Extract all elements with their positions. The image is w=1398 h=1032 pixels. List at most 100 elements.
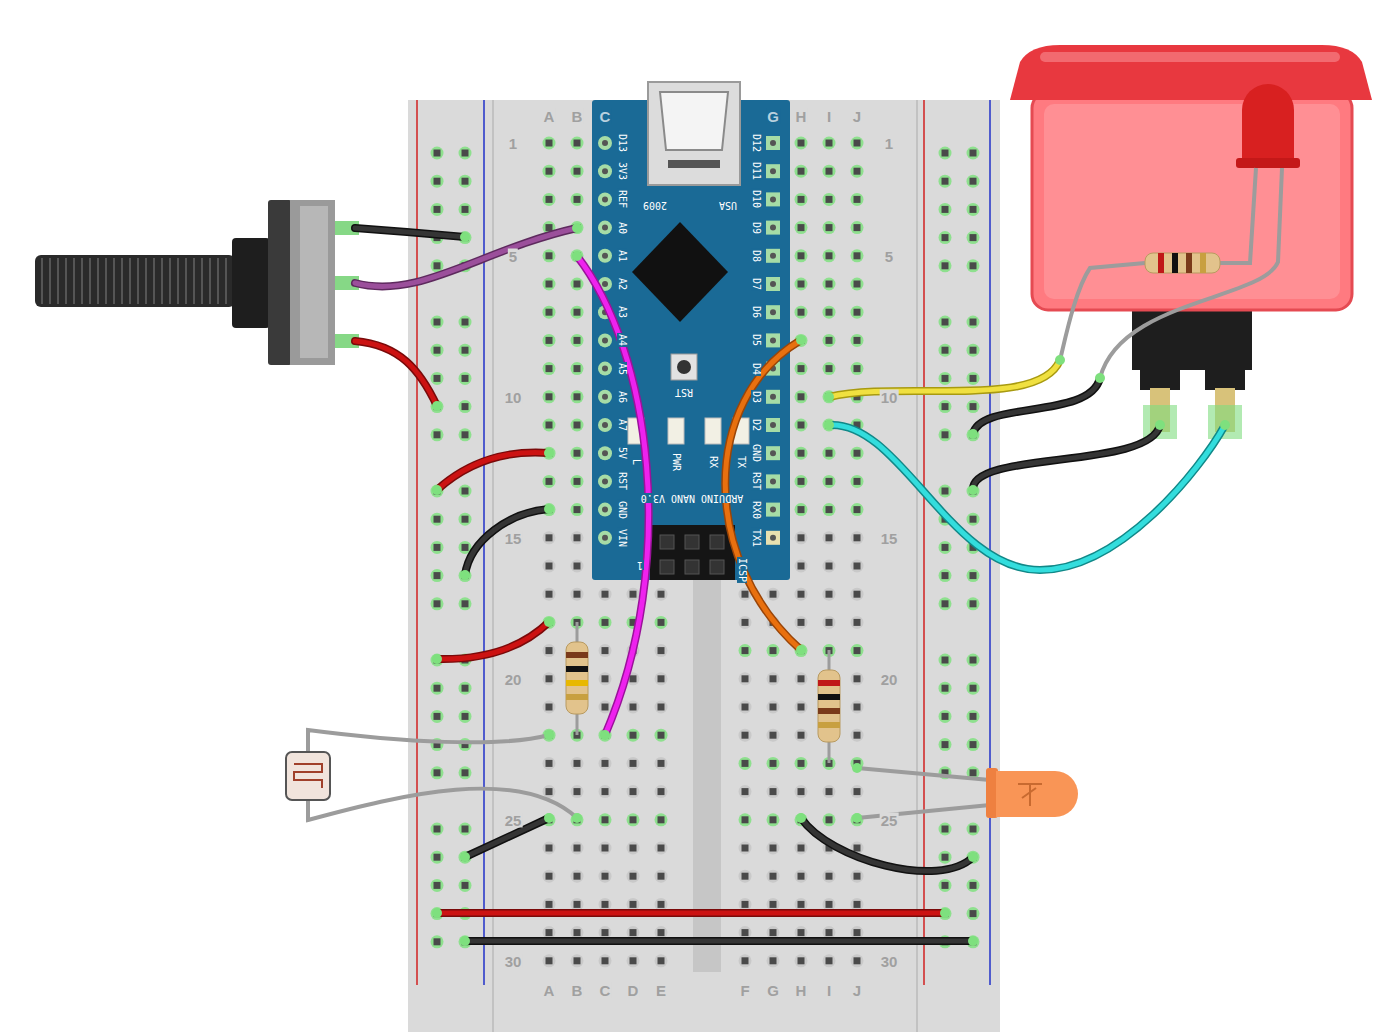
breadboard-hole bbox=[798, 309, 805, 316]
pin-hole bbox=[770, 140, 776, 146]
resistor-band bbox=[818, 694, 840, 700]
breadboard-hole-ring bbox=[627, 701, 640, 714]
breadboard-hole bbox=[826, 140, 833, 147]
breadboard-hole bbox=[770, 788, 777, 795]
column-letter: J bbox=[852, 109, 862, 124]
pin-pad bbox=[766, 221, 780, 235]
wire bbox=[355, 228, 465, 237]
wire-end bbox=[544, 617, 554, 627]
potentiometer-ridge bbox=[217, 258, 219, 304]
breadboard-hole bbox=[970, 685, 977, 692]
breadboard-hole-ring bbox=[851, 785, 864, 798]
potentiometer-ridge bbox=[209, 258, 211, 304]
breadboard-hole-ring bbox=[655, 701, 668, 714]
pin-pad bbox=[598, 333, 612, 347]
row-number: 15 bbox=[504, 531, 523, 546]
breadboard-hole-ring bbox=[967, 316, 980, 329]
breadboard-hole bbox=[942, 572, 949, 579]
pin-hole bbox=[770, 507, 776, 513]
pin-label: L bbox=[631, 458, 641, 466]
breadboard-hole bbox=[970, 262, 977, 269]
breadboard-hole-ring bbox=[543, 362, 556, 375]
breadboard-hole-ring bbox=[543, 390, 556, 403]
breadboard-hole bbox=[942, 685, 949, 692]
wire-outline bbox=[355, 341, 437, 406]
breadboard-hole-ring bbox=[851, 616, 864, 629]
red-led bbox=[1242, 84, 1294, 162]
breadboard-hole bbox=[546, 675, 553, 682]
wire-end bbox=[432, 401, 442, 411]
breadboard-hole-ring bbox=[795, 475, 808, 488]
breadboard-hole bbox=[798, 252, 805, 259]
breadboard-hole bbox=[942, 657, 949, 664]
wire-outline bbox=[829, 425, 1225, 570]
breadboard-hole-ring bbox=[939, 372, 952, 385]
wire-end bbox=[572, 251, 582, 261]
breadboard-hole-ring bbox=[767, 870, 780, 883]
potentiometer-body bbox=[300, 206, 328, 358]
breadboard-hole-ring bbox=[543, 729, 556, 742]
pin-label: 5V bbox=[617, 446, 627, 460]
row-number: 25 bbox=[504, 813, 523, 828]
arcade-button-cap bbox=[1010, 45, 1372, 100]
breadboard-hole-ring bbox=[851, 672, 864, 685]
breadboard-hole-ring bbox=[967, 147, 980, 160]
breadboard-hole-ring bbox=[543, 870, 556, 883]
icsp-pin bbox=[685, 535, 699, 549]
breadboard-hole bbox=[826, 788, 833, 795]
potentiometer-ridge bbox=[145, 258, 147, 304]
pin-pad bbox=[766, 418, 780, 432]
breadboard-hole-ring bbox=[823, 419, 836, 432]
breadboard-hole bbox=[546, 957, 553, 964]
led-rim bbox=[1236, 158, 1300, 168]
breadboard-hole-ring bbox=[967, 203, 980, 216]
pin-label: D13 bbox=[617, 133, 627, 153]
breadboard-hole-ring bbox=[851, 701, 864, 714]
row-number: 25 bbox=[880, 813, 899, 828]
breadboard-hole bbox=[630, 732, 637, 739]
breadboard-hole bbox=[546, 422, 553, 429]
breadboard-hole bbox=[742, 647, 749, 654]
pin-label: RST bbox=[674, 387, 694, 397]
resistor-band bbox=[818, 722, 840, 728]
breadboard-hole-ring bbox=[459, 316, 472, 329]
breadboard-hole-ring bbox=[851, 870, 864, 883]
breadboard-hole-ring bbox=[543, 193, 556, 206]
breadboard-hole bbox=[798, 140, 805, 147]
breadboard-hole bbox=[742, 760, 749, 767]
wire-outline bbox=[973, 378, 1100, 434]
breadboard-hole bbox=[630, 845, 637, 852]
breadboard-hole-ring bbox=[767, 813, 780, 826]
breadboard-hole bbox=[798, 534, 805, 541]
wire bbox=[973, 378, 1100, 434]
breadboard-hole-ring bbox=[655, 757, 668, 770]
breadboard-hole bbox=[826, 337, 833, 344]
pin-pad bbox=[598, 362, 612, 376]
usb-connector-detail bbox=[668, 160, 720, 168]
breadboard-hole bbox=[798, 873, 805, 880]
breadboard-hole bbox=[574, 450, 581, 457]
breadboard-hole bbox=[970, 741, 977, 748]
pin-pad bbox=[598, 136, 612, 150]
wire-end bbox=[432, 654, 442, 664]
pin-label: A6 bbox=[617, 390, 627, 404]
column-letter: H bbox=[795, 109, 808, 124]
breadboard-hole-ring bbox=[939, 682, 952, 695]
breadboard-hole-ring bbox=[543, 165, 556, 178]
breadboard-hole bbox=[826, 873, 833, 880]
wire-end bbox=[460, 232, 470, 242]
breadboard-hole-ring bbox=[823, 560, 836, 573]
breadboard-hole bbox=[826, 619, 833, 626]
breadboard-hole-ring bbox=[627, 842, 640, 855]
breadboard-hole-ring bbox=[627, 898, 640, 911]
breadboard-hole-ring bbox=[459, 428, 472, 441]
wire-end bbox=[796, 645, 806, 655]
breadboard-hole bbox=[434, 826, 441, 833]
button-terminal-base bbox=[1205, 360, 1245, 390]
breadboard-hole-ring bbox=[571, 362, 584, 375]
breadboard-hole-ring bbox=[599, 785, 612, 798]
breadboard-hole bbox=[854, 252, 861, 259]
pin-hole bbox=[602, 394, 608, 400]
breadboard-hole bbox=[574, 591, 581, 598]
breadboard-hole bbox=[826, 929, 833, 936]
